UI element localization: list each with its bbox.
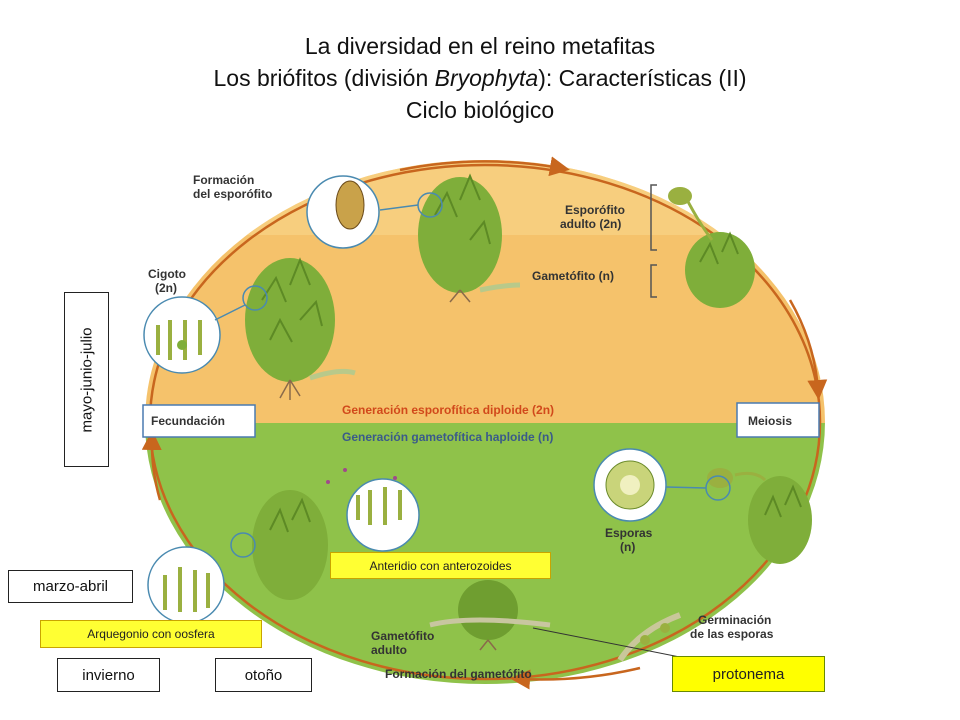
label-invierno: invierno [57, 658, 160, 692]
title-line-2-italic: Bryophyta [434, 65, 539, 91]
moss-with-sporophyte [668, 187, 755, 308]
label-otono: otoño [215, 658, 312, 692]
title-line-1: La diversidad en el reino metafitas [304, 33, 656, 59]
gen-gametofitica-label: Generación gametofítica haploide (n) [342, 430, 553, 444]
detail-circle-cigoto [143, 285, 268, 374]
gametofito-adulto-line2: adulto [371, 643, 407, 657]
label-marzo-abril: marzo-abril [8, 570, 133, 603]
cycle-arrow-bottom [510, 666, 641, 690]
title-line-3: Ciclo biológico [405, 97, 555, 123]
detail-circle-esporas [593, 448, 731, 522]
germinacion-line2: de las esporas [690, 627, 774, 641]
title-line-2-prefix: Los briófitos (división [213, 65, 435, 91]
moss-plant-bottom [429, 580, 551, 651]
cycle-arrow-left [141, 430, 162, 501]
fecundacion-label: Fecundación [151, 414, 225, 428]
moss-plant-lower-left [252, 490, 328, 600]
gametofito-n-label: Gametófito (n) [532, 269, 614, 283]
moss-with-capsule-right [707, 468, 812, 564]
esporofito-adulto-line1: Esporófito [565, 203, 625, 217]
formacion-gametofito-label: Formación del gametófito [385, 667, 532, 681]
esporas-line2: (n) [620, 540, 635, 554]
gen-esporofitica-label: Generación esporofítica diploide (2n) [342, 403, 554, 417]
moss-plant-top-left [245, 257, 356, 400]
gametofito-adulto-line1: Gametófito [371, 629, 434, 643]
moss-plant-top-center [418, 173, 521, 303]
meiosis-label: Meiosis [748, 414, 792, 428]
esporofito-adulto-line2: adulto (2n) [560, 217, 621, 231]
cigoto-line1: Cigoto [148, 267, 186, 281]
label-mayo-junio-julio-text: mayo-junio-julio [78, 326, 95, 433]
germinacion-line1: Germinación [698, 613, 771, 627]
label-arquegonio: Arquegonio con oosfera [40, 620, 262, 648]
cycle-arrow-top [399, 156, 570, 177]
bracket-gametofito [650, 264, 657, 298]
cycle-arrow-right [788, 299, 828, 400]
formacion-esporofito-line1: Formación [193, 173, 254, 187]
label-anteridio: Anteridio con anterozoides [330, 552, 551, 579]
title-line-2-suffix: ): Características (II) [538, 65, 747, 91]
esporas-line1: Esporas [605, 526, 653, 540]
detail-circle-arquegonio [147, 532, 256, 624]
meiosis-box [736, 402, 820, 438]
detail-circle-anteridio [326, 468, 420, 552]
bracket-esporofito [650, 184, 657, 251]
formacion-esporofito-line2: del esporófito [193, 187, 272, 201]
fecundacion-box [142, 404, 256, 438]
detail-circle-sporophyte [306, 175, 443, 249]
title-line-2: Los briófitos (división Bryophyta): Cara… [0, 62, 960, 94]
label-mayo-junio-julio: mayo-junio-julio [64, 292, 109, 467]
label-protonema: protonema [672, 656, 825, 692]
cigoto-line2: (2n) [155, 281, 177, 295]
protonema-filament [617, 612, 682, 662]
